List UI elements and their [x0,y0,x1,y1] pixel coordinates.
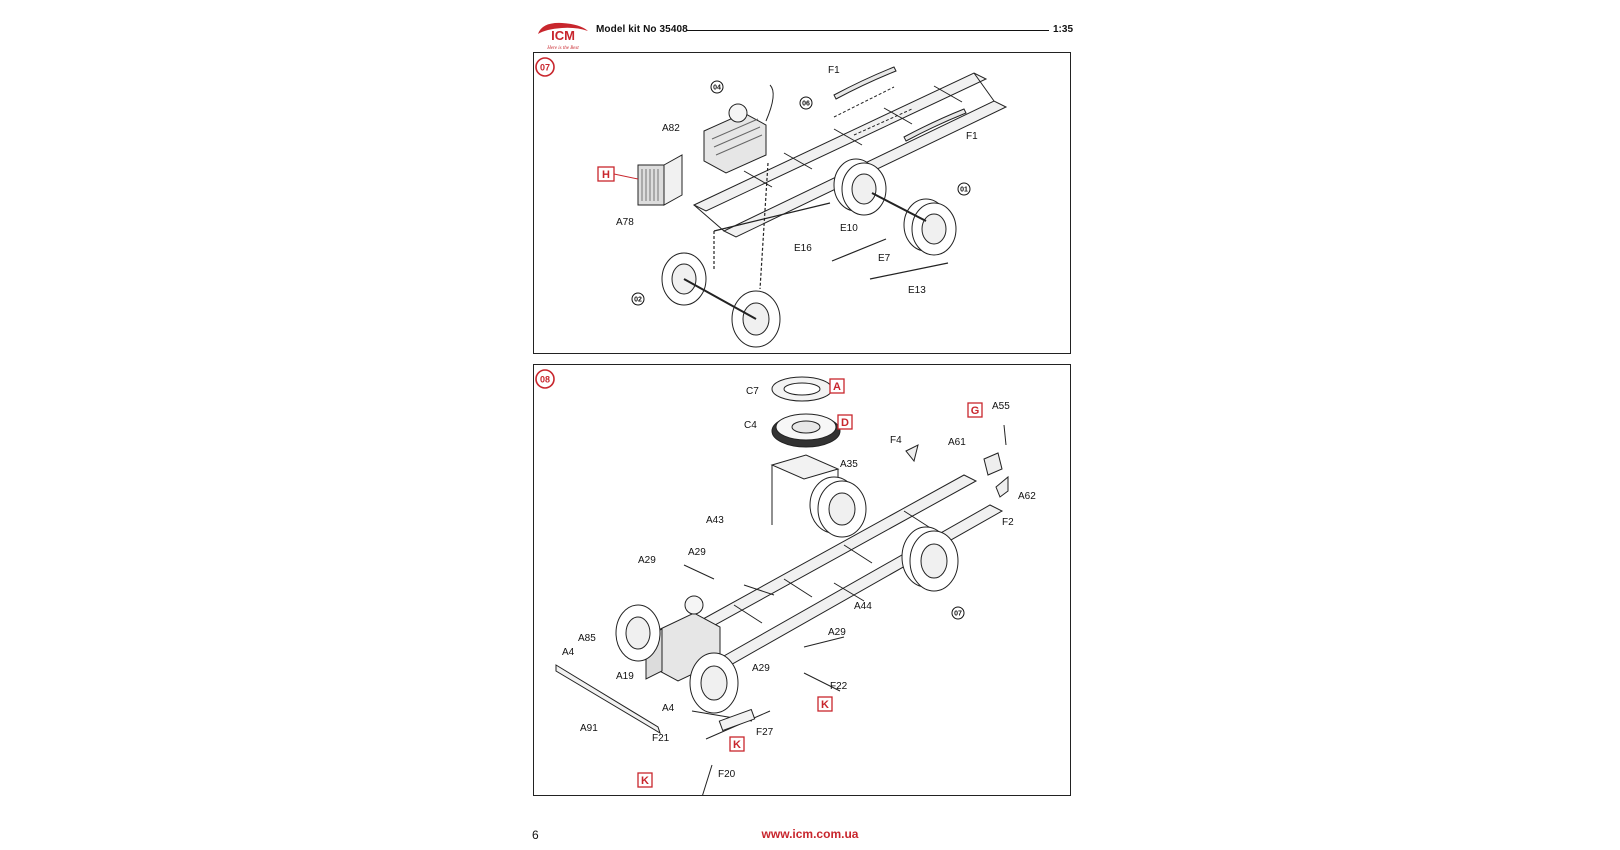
leaf-springs [833,66,967,142]
label-e7: E7 [878,253,891,264]
ref-02: 02 [634,297,642,304]
bumper-and-rods [555,564,865,795]
label-k3: K [641,775,649,787]
ref-01: 01 [960,187,968,194]
rear-brackets [905,424,1009,498]
ref-04-badge [710,80,724,94]
label-a19: A19 [616,671,634,682]
label-a29-mid: A29 [688,547,706,558]
label-f2: F2 [1002,517,1014,528]
ref-06: 06 [802,101,810,108]
label-a: A [833,381,841,393]
label-f27: F27 [756,727,774,738]
engine [703,84,774,174]
label-a82: A82 [662,123,680,134]
label-a43: A43 [706,515,724,526]
label-k1: K [821,699,829,711]
label-k2-box [729,736,745,752]
label-a4-low: A4 [662,703,675,714]
label-f20: F20 [718,769,736,780]
step-07-drawing: 07 [535,57,1008,348]
label-k2: K [733,739,741,751]
label-a4-top: A4 [562,647,575,658]
step-08-badge [535,369,555,389]
label-k3-box [637,772,653,788]
label-a29-left: A29 [638,555,656,566]
icm-logo: ICM Here is the Best [538,22,588,51]
label-d: D [841,417,849,429]
ref-07-badge [951,606,965,620]
label-f22: F22 [830,681,848,692]
ref-04: 04 [713,85,721,92]
ref-07: 07 [954,611,962,618]
label-a44: A44 [854,601,872,612]
page-number: 6 [532,828,539,842]
label-a78: A78 [616,217,634,228]
scale-label: 1:35 [1053,24,1074,35]
logo-slogan: Here is the Best [546,46,579,51]
ref-01-badge [957,182,971,196]
label-k1-box [817,696,833,712]
step-07-number: 07 [540,63,550,73]
ref-02-badge [631,292,645,306]
wheels-08 [615,476,959,714]
label-e16: E16 [794,243,812,254]
label-a-box [829,378,845,394]
label-a62: A62 [1018,491,1036,502]
label-c4: C4 [744,420,757,431]
label-f1-right: F1 [966,131,978,142]
label-g-box [967,402,983,418]
label-e10: E10 [840,223,858,234]
header-rule [687,30,1049,31]
label-a29-right: A29 [828,627,846,638]
spare-tire [771,376,841,448]
wheels [661,158,957,348]
label-e13: E13 [908,285,926,296]
step-08-panel: 08 [533,364,1071,796]
label-a55: A55 [992,401,1010,412]
label-f1-top: F1 [828,65,840,76]
ref-06-badge [799,96,813,110]
footer-url[interactable]: www.icm.com.ua [761,827,859,841]
step-07-panel: 07 [533,52,1071,354]
label-c7: C7 [746,386,759,397]
page-header: ICM Here is the Best Model kit No 35408 … [530,14,1090,52]
step-07-badge [535,57,555,77]
kit-number: Model kit No 35408 [596,24,688,35]
label-h-leader [613,173,639,180]
step-08-number: 08 [540,375,550,385]
logo-brand: ICM [551,28,575,43]
instruction-page: ICM Here is the Best Model kit No 35408 … [530,14,1090,846]
radiator [637,154,683,206]
rods [713,162,949,290]
label-h: H [602,169,610,181]
label-a29-low: A29 [752,663,770,674]
label-a35: A35 [840,459,858,470]
label-a61: A61 [948,437,966,448]
label-f21: F21 [652,733,670,744]
step-08-drawing: 08 [535,369,1036,795]
label-a85: A85 [578,633,596,644]
label-d-box [837,414,853,430]
label-g: G [971,405,980,417]
label-a91: A91 [580,723,598,734]
label-f4: F4 [890,435,902,446]
